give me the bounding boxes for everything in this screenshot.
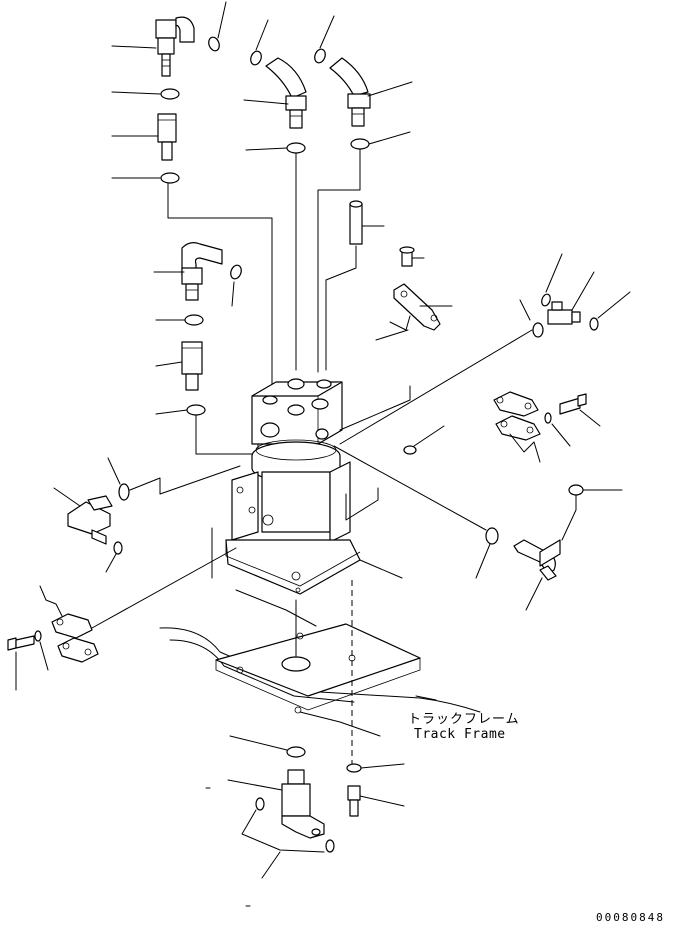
leader-line xyxy=(389,315,411,331)
leader-line xyxy=(325,245,357,371)
leader-line xyxy=(339,329,533,445)
leader-line xyxy=(571,271,595,311)
track-frame-label-en: Track Frame xyxy=(414,727,506,742)
o-ring xyxy=(184,314,204,326)
leader-line xyxy=(519,299,531,321)
o-ring xyxy=(350,138,370,150)
leader-line xyxy=(241,809,325,853)
split-flange-right xyxy=(493,391,541,441)
leader-line xyxy=(243,99,289,105)
bracket xyxy=(393,283,441,331)
leader-line xyxy=(375,329,409,341)
washer xyxy=(544,412,552,424)
leader-line xyxy=(319,15,335,49)
o-ring xyxy=(589,317,599,331)
leader-line xyxy=(105,553,117,573)
leader-line xyxy=(561,494,577,541)
o-ring xyxy=(208,36,220,52)
leader-line xyxy=(111,91,161,95)
o-ring xyxy=(325,839,335,853)
o-ring xyxy=(255,797,265,811)
leader-line xyxy=(155,409,188,415)
leader-line xyxy=(227,779,283,791)
leader-line xyxy=(413,425,445,447)
leader-line xyxy=(39,641,49,671)
adapter-fitting xyxy=(181,341,203,391)
bolt xyxy=(559,393,587,415)
o-ring xyxy=(485,527,499,545)
o-ring xyxy=(113,541,123,555)
drawing-code: 00080848 xyxy=(596,911,665,924)
leader-line xyxy=(167,182,273,385)
elbow-fitting-top-right xyxy=(329,57,371,127)
tee-fitting-bottom xyxy=(281,769,325,839)
leader-line xyxy=(525,577,543,611)
tee-fitting-small xyxy=(547,301,581,325)
adapter-fitting xyxy=(157,113,177,161)
elbow-fitting-top-left xyxy=(155,16,195,77)
o-ring xyxy=(314,48,326,64)
o-ring xyxy=(286,142,306,154)
leader-line xyxy=(545,253,563,293)
washer xyxy=(346,763,362,773)
elbow-fitting-right xyxy=(513,539,561,581)
leader-line xyxy=(359,559,403,579)
o-ring xyxy=(286,746,306,758)
elbow-fitting-mid-left xyxy=(181,242,223,301)
swivel-joint-body xyxy=(225,461,361,595)
pin-small xyxy=(399,246,415,267)
leader-line xyxy=(155,361,183,367)
leader-line xyxy=(317,148,361,373)
leader-line xyxy=(245,147,288,151)
leader-line xyxy=(345,487,379,521)
leader-line xyxy=(261,851,281,879)
leader-line xyxy=(255,19,269,51)
leader-line xyxy=(53,487,81,507)
o-ring xyxy=(160,88,180,100)
o-ring xyxy=(532,322,544,338)
leader-line xyxy=(231,281,235,307)
leader-line xyxy=(229,735,288,751)
split-flange-left xyxy=(51,613,99,663)
o-ring xyxy=(250,50,262,66)
leader-line xyxy=(217,1,227,39)
elbow-fitting-left xyxy=(67,495,113,545)
leader-line xyxy=(359,795,405,807)
track-frame xyxy=(159,589,481,737)
bolt xyxy=(7,635,35,651)
leader-line xyxy=(415,695,437,701)
o-ring xyxy=(186,404,206,416)
leader-line xyxy=(111,45,157,49)
bolt-vertical xyxy=(347,785,361,817)
leader-line xyxy=(91,547,237,629)
seal-cap xyxy=(403,445,417,455)
o-ring xyxy=(118,483,130,501)
leader-line xyxy=(367,81,413,97)
leader-line xyxy=(368,131,411,145)
leader-line xyxy=(39,585,63,617)
track-frame-label-jp: トラックフレーム xyxy=(408,712,520,727)
leader-line xyxy=(509,433,541,463)
o-ring xyxy=(230,264,242,280)
elbow-fitting-top-center xyxy=(265,57,307,129)
leader-line xyxy=(579,409,601,427)
leader-line xyxy=(360,763,405,769)
o-ring xyxy=(568,484,584,496)
pin xyxy=(349,200,363,245)
leader-line xyxy=(475,543,491,579)
washer xyxy=(34,630,42,642)
swivel-joint-head xyxy=(251,378,343,445)
leader-line xyxy=(597,291,631,319)
o-ring xyxy=(160,172,180,184)
leader-line xyxy=(129,465,241,495)
leader-line xyxy=(551,423,571,447)
leader-line xyxy=(107,457,121,485)
leader-line xyxy=(195,414,259,455)
o-ring xyxy=(541,293,551,307)
leader-line xyxy=(333,445,487,531)
leader-line xyxy=(339,385,411,431)
